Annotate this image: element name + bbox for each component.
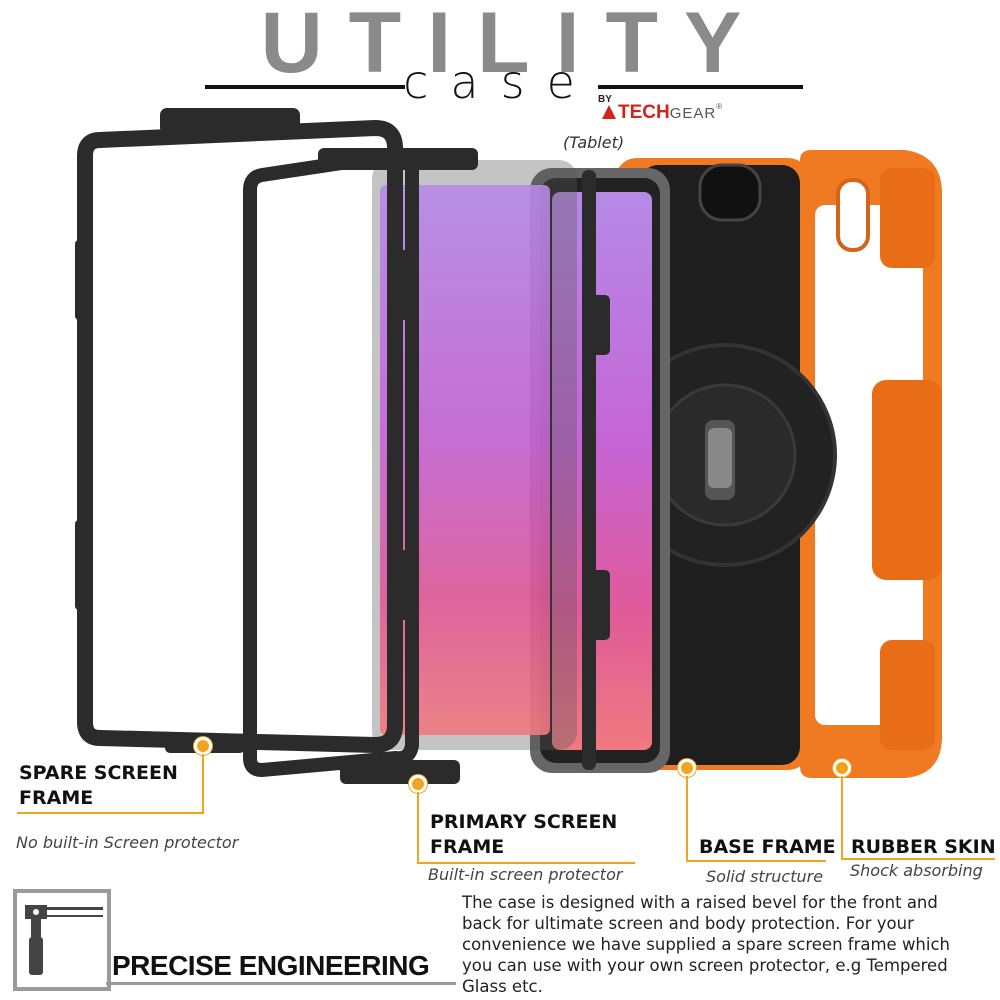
- rubber-skin-callout-line: [841, 776, 843, 860]
- spare-frame-callout-dot: [194, 737, 212, 755]
- spare-screen-frame-layer: [75, 108, 412, 754]
- primary-screen-frame-layer: [243, 147, 610, 784]
- tablet-layer: [530, 168, 670, 773]
- feature-description: The case is designed with a raised bevel…: [462, 893, 951, 996]
- spare-frame-label: SPARE SCREEN FRAME: [19, 761, 178, 811]
- title-rule-left: [205, 85, 405, 89]
- engineering-divider-line: [106, 982, 456, 985]
- base-frame-callout-underline: [686, 860, 826, 862]
- spare-frame-callout-line: [202, 754, 204, 814]
- page-subtitle: case: [403, 55, 597, 109]
- spare-frame-subtitle: No built-in Screen protector: [16, 833, 239, 852]
- page-title: UTILITY: [260, 0, 768, 91]
- tablet-label: (Tablet): [563, 133, 625, 152]
- brand-tech: TECH: [618, 102, 670, 123]
- primary-frame-label: PRIMARY SCREEN FRAME: [430, 810, 617, 860]
- rubber-skin-callout-underline: [841, 858, 995, 860]
- brand-registered: ®: [716, 102, 723, 111]
- brand-logo: TECHGEAR®: [602, 102, 722, 124]
- primary-frame-title-line1: PRIMARY SCREEN: [430, 811, 618, 833]
- spare-frame-title-line1: SPARE SCREEN: [19, 762, 178, 784]
- rubber-skin-subtitle: Shock absorbing: [850, 861, 983, 880]
- brand-gear: GEAR: [669, 105, 717, 122]
- primary-frame-title-line2: FRAME: [430, 836, 505, 858]
- base-frame-callout-line: [686, 776, 688, 862]
- primary-frame-callout-underline: [417, 862, 635, 864]
- spare-frame-title-line2: FRAME: [19, 787, 94, 809]
- rubber-skin-layer: [800, 150, 942, 778]
- engineering-caliper-icon: [13, 889, 111, 991]
- title-rule-right: [598, 85, 803, 89]
- primary-frame-callout-dot: [409, 775, 427, 793]
- rubber-skin-title: RUBBER SKIN: [851, 836, 996, 858]
- feature-title: PRECISE ENGINEERING: [112, 950, 430, 981]
- brand-mark-icon: [602, 105, 616, 119]
- base-frame-subtitle: Solid structure: [706, 867, 824, 886]
- primary-frame-callout-line: [417, 792, 419, 864]
- base-frame-title: BASE FRAME: [699, 836, 836, 858]
- primary-frame-subtitle: Built-in screen protector: [428, 865, 623, 884]
- brand-by-text: BY: [598, 94, 612, 105]
- rubber-skin-callout-dot: [833, 759, 851, 777]
- base-frame-callout-dot: [678, 759, 696, 777]
- spare-frame-callout-underline: [17, 812, 204, 814]
